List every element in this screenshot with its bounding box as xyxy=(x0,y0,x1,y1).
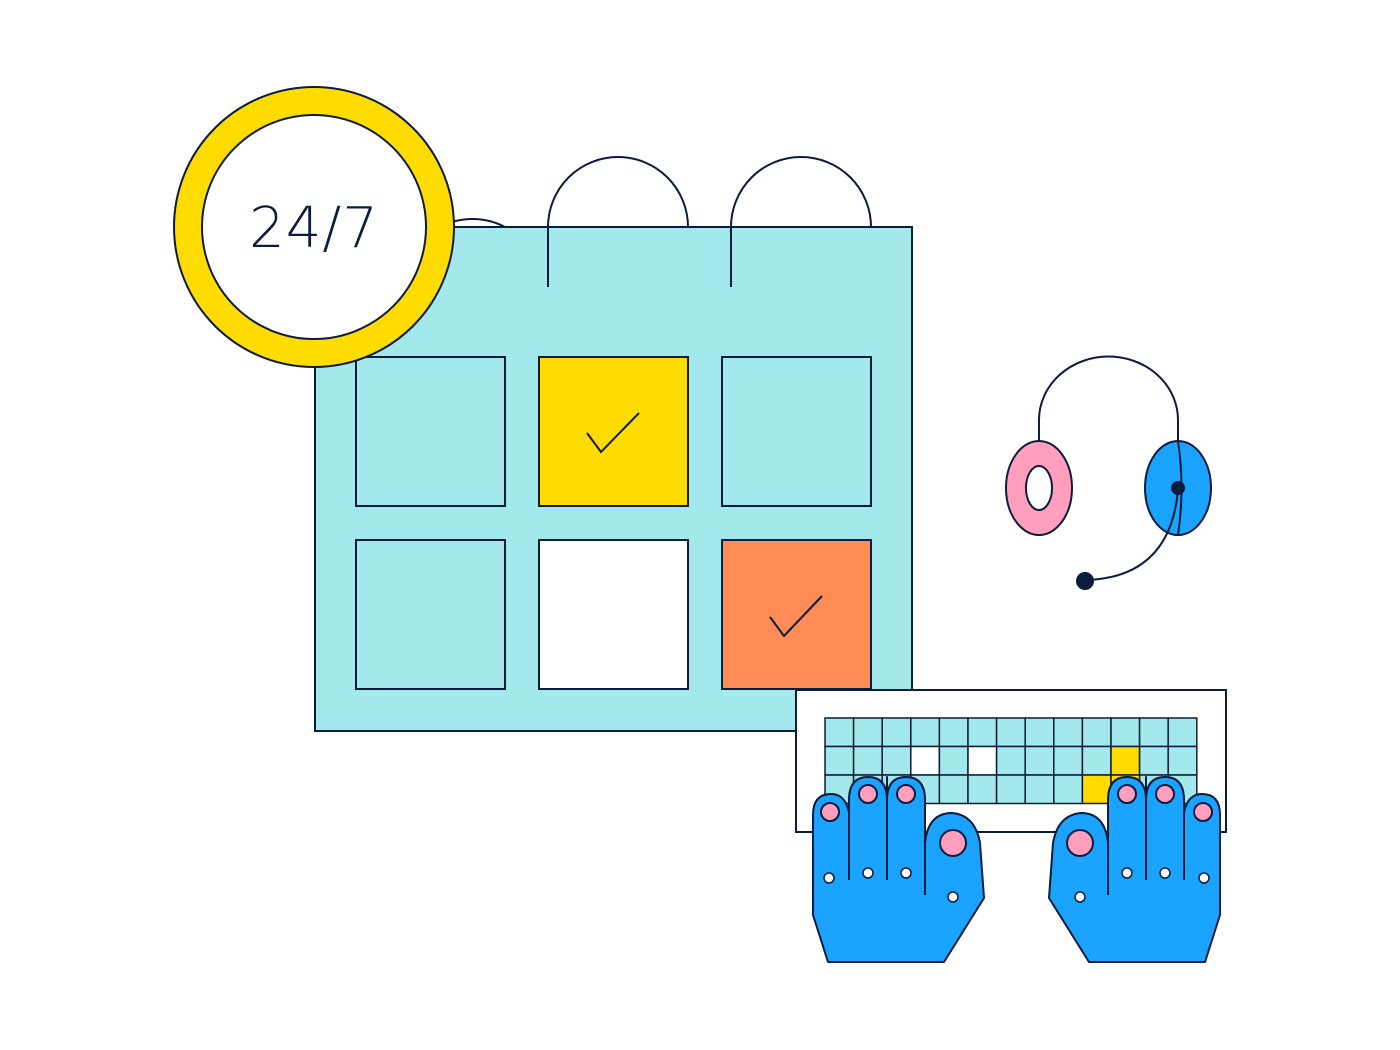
knuckle xyxy=(1198,872,1210,884)
keyboard-key xyxy=(967,774,998,805)
keyboard-key xyxy=(995,774,1026,805)
keyboard-key xyxy=(967,745,998,776)
left-hand-palm xyxy=(812,776,985,963)
headset-mic-boom xyxy=(1084,489,1179,581)
keyboard-key xyxy=(852,745,883,776)
calendar-cell xyxy=(721,356,872,507)
fingernail xyxy=(1193,802,1213,822)
calendar-cell xyxy=(538,356,689,507)
calendar-ring-middle xyxy=(547,156,689,287)
knuckle xyxy=(1121,867,1133,879)
keyboard-key xyxy=(1138,717,1169,748)
right-hand-palm xyxy=(1048,776,1221,963)
keyboard-key xyxy=(1053,774,1084,805)
calendar-cell xyxy=(355,539,506,690)
keyboard-key xyxy=(938,745,969,776)
knuckle xyxy=(947,891,959,903)
keyboard-key xyxy=(995,745,1026,776)
keyboard-key xyxy=(938,717,969,748)
keyboard-key xyxy=(881,717,912,748)
keyboard-key xyxy=(938,774,969,805)
calendar-cell xyxy=(721,539,872,690)
fingernail xyxy=(896,784,916,804)
right-hand xyxy=(1048,776,1221,963)
keyboard-key xyxy=(1053,745,1084,776)
typing-hands-icon xyxy=(812,776,1221,963)
keyboard-key xyxy=(1110,745,1141,776)
knuckle xyxy=(1159,867,1171,879)
left-hand xyxy=(812,776,985,963)
keyboard-key xyxy=(995,717,1026,748)
keyboard-key xyxy=(910,717,941,748)
keyboard-key xyxy=(1024,745,1055,776)
thumbnail xyxy=(1066,829,1094,857)
keyboard-key xyxy=(881,745,912,776)
keyboard-key xyxy=(967,717,998,748)
fingernail xyxy=(1117,784,1137,804)
keyboard-key xyxy=(1081,717,1112,748)
fingernail xyxy=(858,784,878,804)
knuckle xyxy=(823,872,835,884)
knuckle xyxy=(862,867,874,879)
keyboard-key xyxy=(1053,717,1084,748)
knuckle xyxy=(1074,891,1086,903)
keyboard-key xyxy=(1024,717,1055,748)
keyboard-key xyxy=(1138,745,1169,776)
thumbnail xyxy=(939,829,967,857)
keyboard-key xyxy=(1024,774,1055,805)
keyboard-key xyxy=(1110,717,1141,748)
keyboard-key xyxy=(1167,717,1198,748)
headset-icon xyxy=(1005,355,1212,590)
keyboard-key xyxy=(1167,745,1198,776)
calendar-ring-right xyxy=(730,156,872,287)
fingernail xyxy=(820,802,840,822)
keyboard-key xyxy=(910,745,941,776)
keyboard-key xyxy=(1081,745,1112,776)
headset-mic xyxy=(1076,572,1094,590)
keyboard-key xyxy=(1081,774,1112,805)
availability-badge-icon: 24/7 xyxy=(173,86,455,368)
knuckle xyxy=(900,867,912,879)
headset-pivot xyxy=(1171,481,1185,495)
badge-text: 24/7 xyxy=(249,196,379,261)
fingernail xyxy=(1155,784,1175,804)
keyboard-key xyxy=(824,717,855,748)
checkmark-icon xyxy=(769,595,823,638)
calendar-cell xyxy=(538,539,689,690)
headset-left-earcup-hole xyxy=(1025,465,1053,511)
headset-band xyxy=(1038,355,1179,443)
badge-inner-circle xyxy=(201,114,427,340)
checkmark-icon xyxy=(586,412,640,454)
calendar-cell xyxy=(355,356,506,507)
keyboard-key xyxy=(852,717,883,748)
keyboard-key xyxy=(824,745,855,776)
